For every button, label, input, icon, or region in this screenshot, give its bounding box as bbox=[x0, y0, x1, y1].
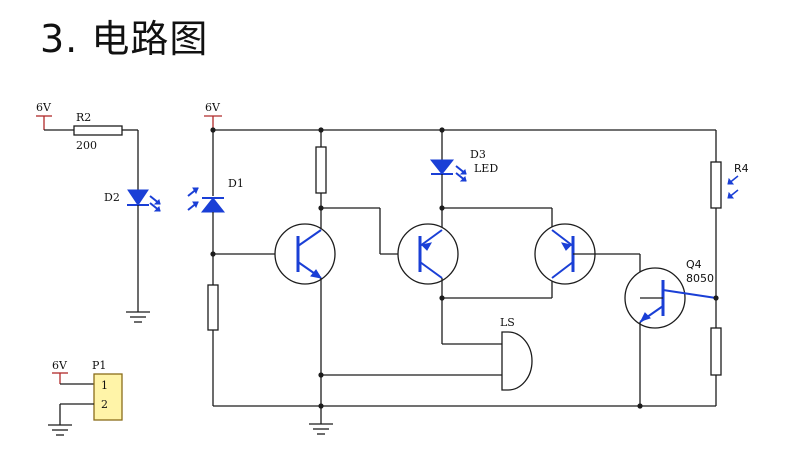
transistor-q2 bbox=[397, 223, 459, 285]
q4-label: Q4 bbox=[686, 258, 702, 271]
d3-label: D3 bbox=[470, 148, 486, 161]
led-d3 bbox=[429, 159, 467, 182]
resistor-right-bottom bbox=[710, 327, 722, 376]
power-label-left: 6V bbox=[36, 101, 52, 114]
ls-label: LS bbox=[500, 316, 515, 329]
p1-pin1: 1 bbox=[101, 379, 108, 392]
ground-symbol-left bbox=[126, 311, 150, 323]
power-label-mid: 6V bbox=[205, 101, 221, 114]
transistor-q1 bbox=[274, 223, 336, 285]
p1-pin2: 2 bbox=[101, 398, 108, 411]
resistor-left-bottom bbox=[207, 284, 219, 331]
r2-label: R2 bbox=[76, 111, 91, 124]
ground-symbol-p1 bbox=[48, 424, 72, 436]
d3-value: LED bbox=[474, 162, 498, 175]
q4-value: 8050 bbox=[686, 272, 714, 285]
connector-p1 bbox=[93, 373, 123, 421]
power-label-p1: 6V bbox=[52, 359, 68, 372]
d2-label: D2 bbox=[104, 191, 120, 204]
power-symbol-p1 bbox=[52, 372, 68, 384]
photoresistor-r4 bbox=[710, 161, 739, 209]
power-symbol-left bbox=[36, 115, 52, 130]
ground-symbol-main bbox=[309, 423, 333, 435]
d1-label: D1 bbox=[228, 177, 244, 190]
resistor-r2 bbox=[73, 125, 123, 136]
r2-value: 200 bbox=[76, 139, 97, 152]
buzzer-ls bbox=[501, 331, 533, 391]
p1-label: P1 bbox=[92, 359, 106, 372]
page-title: 3. 电路图 bbox=[40, 17, 209, 61]
photodiode-d1 bbox=[187, 187, 226, 213]
resistor-q1-collector bbox=[315, 146, 327, 194]
led-d2 bbox=[127, 189, 161, 212]
r4-label: R4 bbox=[734, 162, 749, 175]
